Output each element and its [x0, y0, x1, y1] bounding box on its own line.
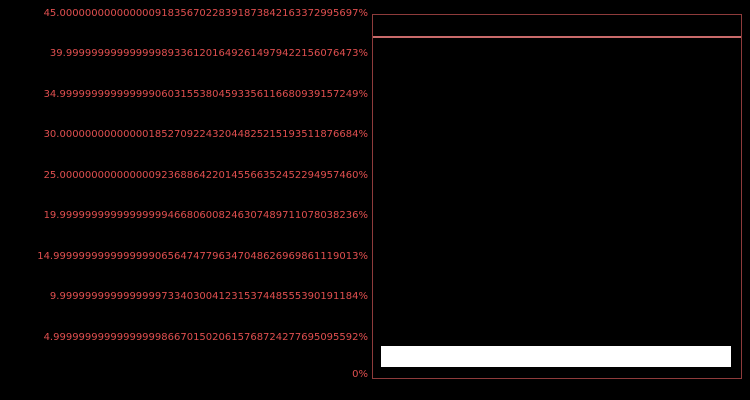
y-axis-tick-label: 19.9999999999999999946680600824630748971… — [43, 210, 368, 221]
y-axis-tick-label: 25.0000000000000009236886422014556635245… — [43, 170, 368, 181]
y-axis-tick-label: 30.0000000000000018527092243204482521519… — [43, 129, 368, 140]
top-gridline — [373, 36, 741, 38]
plot-area — [372, 14, 742, 379]
y-axis-tick-label: 0% — [352, 369, 368, 380]
y-axis-tick-label: 45.0000000000000009183567022839187384216… — [43, 8, 368, 19]
y-axis-tick-label: 34.9999999999999990603155380459335611668… — [43, 89, 368, 100]
y-axis-tick-label: 9.99999999999999997334030041231537448555… — [49, 291, 368, 302]
white-bar — [381, 346, 731, 367]
y-axis-tick-label: 39.9999999999999998933612016492614979422… — [49, 48, 368, 59]
y-axis-tick-label: 4.99999999999999999866701502061576872427… — [43, 332, 368, 343]
y-axis-tick-label: 14.9999999999999999065647477963470486269… — [37, 251, 368, 262]
